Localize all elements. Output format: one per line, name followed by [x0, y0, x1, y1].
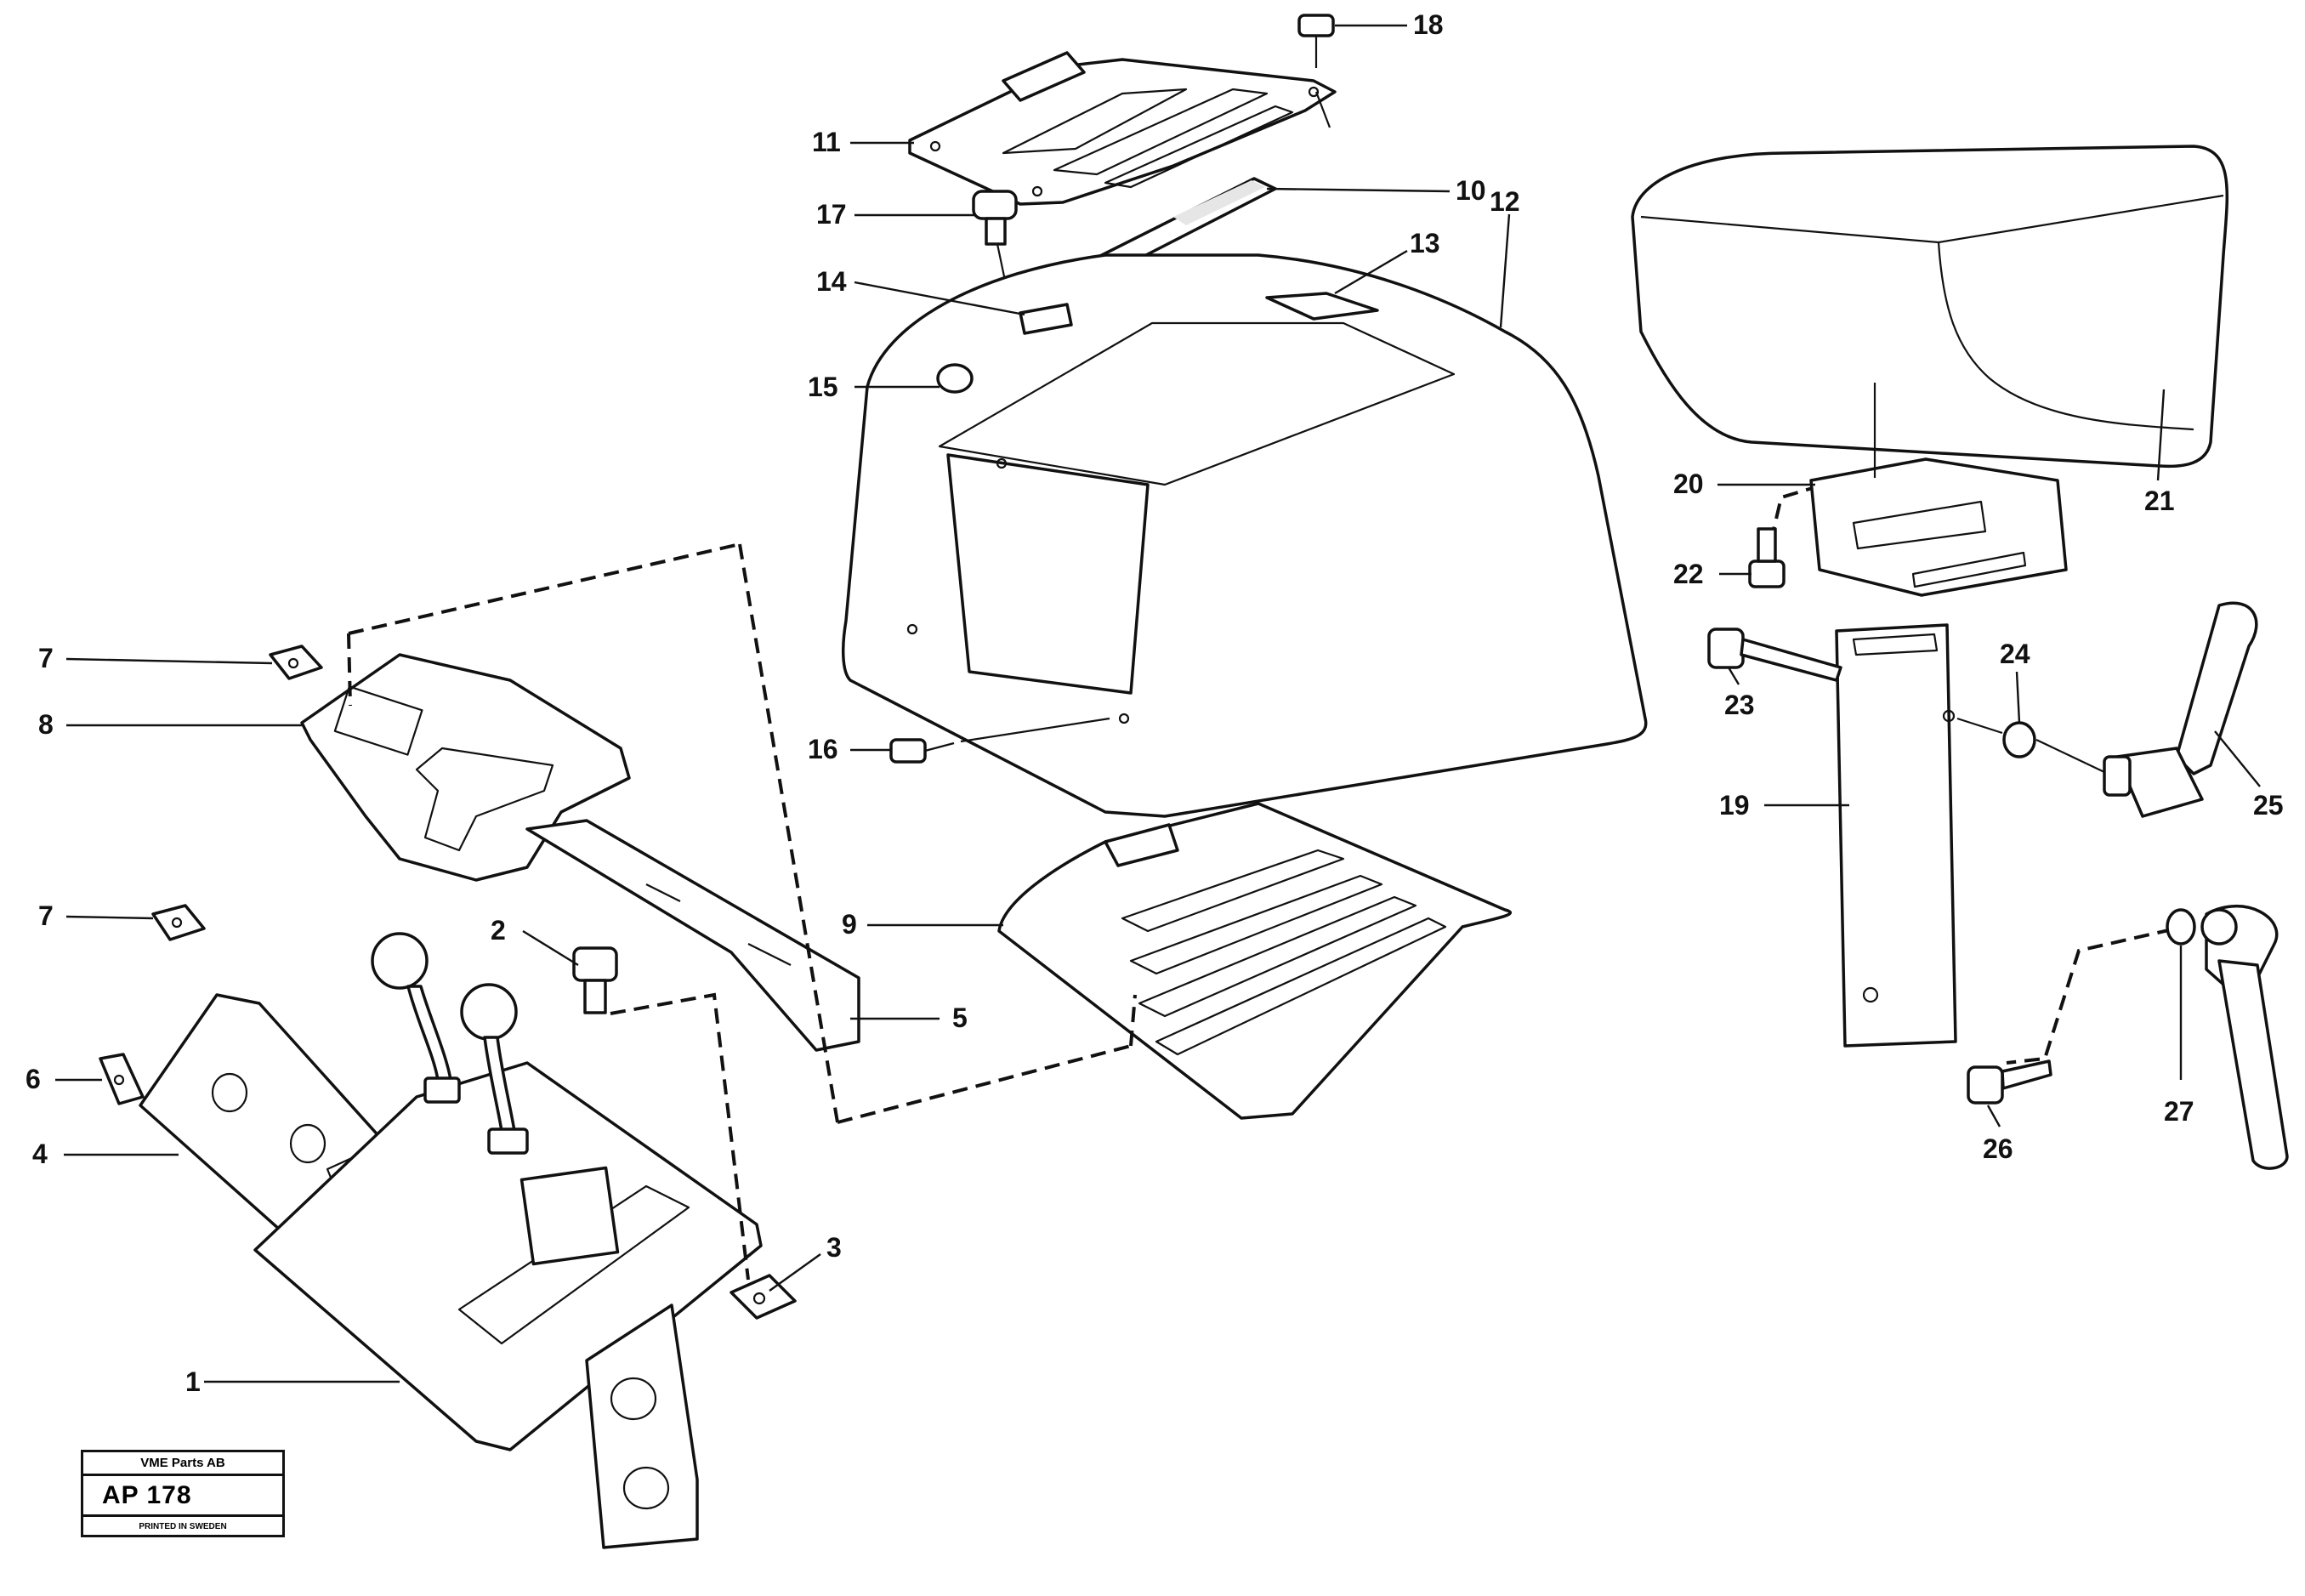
part-lever-handles: [2035, 601, 2289, 1170]
callout-26: 26: [1983, 1133, 2013, 1164]
part-armrest-pad: [1631, 145, 2229, 469]
stamp-printed: PRINTED IN SWEDEN: [139, 1522, 227, 1531]
part-screw-18: [1297, 14, 1335, 128]
callout-14: 14: [816, 266, 847, 297]
callout-19: 19: [1719, 790, 1750, 821]
callout-12: 12: [1490, 186, 1520, 217]
part-bracket-20: [1809, 383, 2068, 597]
manufacturer-stamp: VME Parts AB AP 178 PRINTED IN SWEDEN: [81, 1450, 285, 1537]
callout-27: 27: [2164, 1096, 2194, 1127]
callout-11: 11: [812, 127, 841, 157]
part-top-plate: [908, 51, 1337, 206]
callout-10: 10: [1456, 175, 1486, 206]
callout-13: 13: [1410, 228, 1440, 258]
callout-23: 23: [1724, 690, 1755, 720]
callout-17: 17: [816, 199, 847, 230]
callout-20: 20: [1673, 469, 1704, 499]
part-console-housing: [841, 253, 1648, 818]
callout-7-lower: 7: [38, 900, 54, 931]
part-washer-27: [2166, 908, 2196, 946]
part-joysticks: [371, 932, 529, 1155]
callout-4: 4: [32, 1139, 48, 1169]
part-washer-24: [2002, 721, 2036, 758]
callout-6: 6: [26, 1064, 41, 1094]
part-bottom-plate: [997, 802, 1513, 1120]
callout-9: 9: [842, 909, 857, 940]
stamp-code: AP 178: [83, 1476, 282, 1517]
callout-18: 18: [1413, 9, 1444, 40]
stamp-company: VME Parts AB: [83, 1452, 282, 1476]
callout-3: 3: [826, 1232, 842, 1263]
part-clip-7-lower: [151, 904, 206, 941]
callout-2: 2: [491, 915, 506, 946]
callout-15: 15: [808, 372, 838, 402]
part-clip-3: [730, 1274, 797, 1320]
part-valve-base: [253, 1061, 763, 1549]
callout-25: 25: [2253, 790, 2284, 821]
part-bolt-2: [572, 946, 618, 1014]
callout-16: 16: [808, 734, 838, 764]
callout-1: 1: [185, 1366, 201, 1397]
part-clip-6: [99, 1053, 145, 1105]
part-bolt-26: [1967, 1059, 2052, 1105]
part-long-bolt-23: [1707, 628, 1842, 682]
leader-lines: [55, 24, 2261, 1383]
part-bracket-arm: [525, 819, 860, 1052]
callout-21: 21: [2144, 486, 2175, 516]
part-knob-screw-17: [972, 190, 1041, 443]
callout-5: 5: [952, 1002, 968, 1033]
part-clip-7-upper: [269, 645, 323, 680]
part-bolt-22: [1748, 527, 1786, 588]
part-square-tube: [1835, 623, 1957, 1048]
callout-labels: 1 2 3 4 5 6 7 7 8 9 10 11 12 13 14 15 16…: [26, 9, 2284, 1397]
callout-22: 22: [1673, 559, 1704, 589]
callout-7-upper: 7: [38, 643, 54, 673]
callout-8: 8: [38, 709, 54, 740]
callout-24: 24: [2000, 639, 2030, 669]
